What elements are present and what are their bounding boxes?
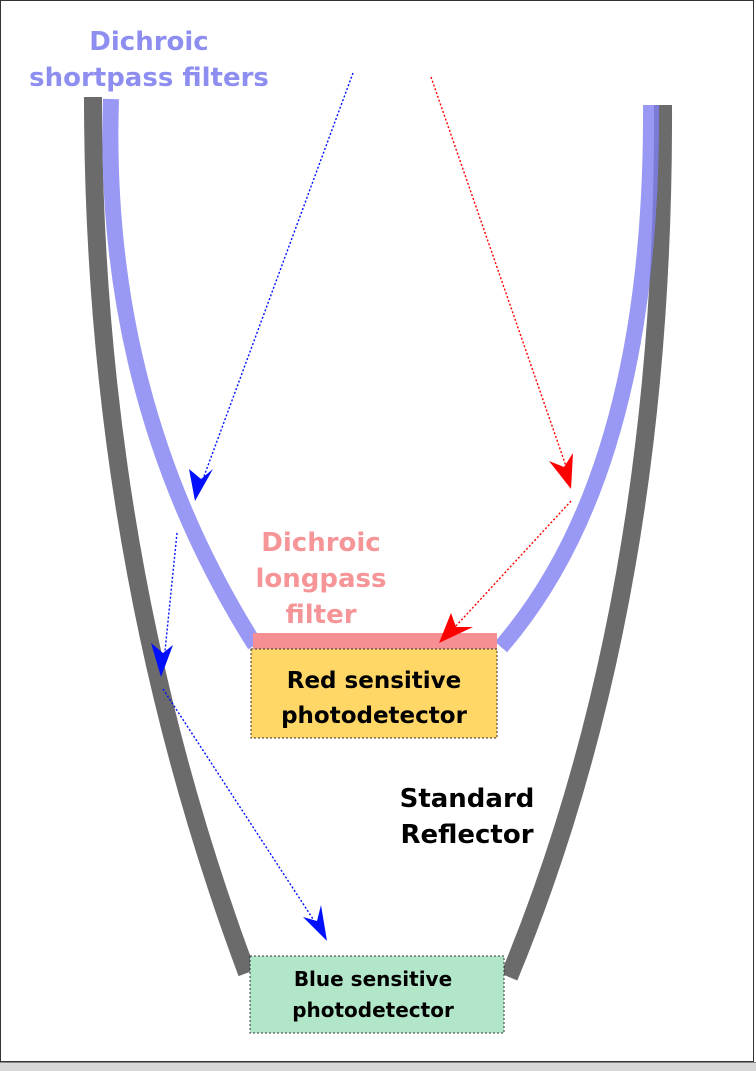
standard-reflector-label-line2: Reflector <box>400 820 533 850</box>
standard-reflector-left-wall <box>84 96 256 977</box>
blue-ray-second-leg <box>164 532 178 652</box>
blue-ray-arrowhead-1 <box>189 469 213 501</box>
red-photodetector-label-line1: Red sensitive <box>287 668 462 694</box>
shortpass-filters-label-line2: shortpass filters <box>29 63 269 93</box>
blue-ray-arrowhead-2 <box>151 643 173 677</box>
longpass-filter-label-line3: filter <box>285 600 356 630</box>
longpass-filter-bar <box>253 633 497 649</box>
blue-ray-incoming <box>202 72 354 480</box>
blue-ray-third-leg <box>162 688 314 920</box>
standard-reflector-label-line1: Standard <box>400 784 535 814</box>
red-photodetector-box <box>250 648 498 739</box>
blue-ray-arrowhead-3 <box>303 905 327 941</box>
blue-photodetector-box <box>249 955 505 1034</box>
window-bottom-strip <box>0 1062 756 1071</box>
blue-photodetector-label-line2: photodetector <box>292 998 454 1022</box>
longpass-filter-label-line1: Dichroic <box>261 528 380 558</box>
red-ray-incoming <box>430 76 568 470</box>
red-ray-arrowhead-2 <box>439 613 473 643</box>
standard-reflector-right-wall <box>500 104 673 981</box>
shortpass-filter-left <box>102 98 262 650</box>
red-ray-arrowhead-1 <box>549 453 573 489</box>
blue-photodetector-label-line1: Blue sensitive <box>294 967 452 991</box>
shortpass-filters-label-line1: Dichroic <box>89 27 208 57</box>
longpass-filter-label-line2: longpass <box>255 564 386 594</box>
red-ray-reflected <box>454 500 572 628</box>
red-photodetector-label-line2: photodetector <box>281 703 468 729</box>
shortpass-filter-right <box>494 104 660 653</box>
